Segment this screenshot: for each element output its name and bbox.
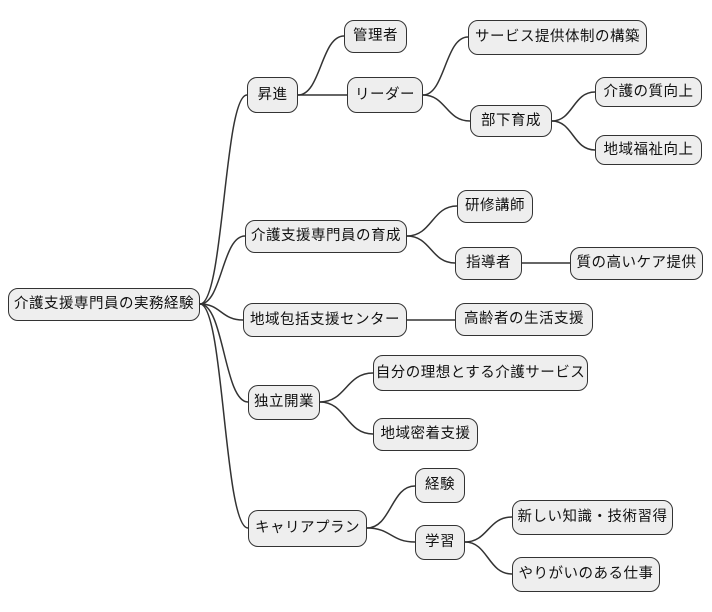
- node-newskills: 新しい知識・技術習得: [512, 500, 673, 535]
- node-service: サービス提供体制の構築: [468, 20, 647, 55]
- edge-root-center: [199, 303, 244, 321]
- edge-subordinate-welfare: [551, 120, 596, 151]
- edge-leader-service: [422, 36, 469, 96]
- node-root: 介護支援専門員の実務経験: [8, 288, 200, 321]
- node-rewarding: やりがいのある仕事: [512, 557, 660, 592]
- node-independent: 独立開業: [248, 385, 320, 420]
- edge-leader-subordinate: [422, 94, 471, 122]
- edge-careerplan-experience: [366, 485, 416, 529]
- edge-independent-community: [319, 401, 374, 435]
- node-eldersupport: 高齢者の生活支援: [455, 303, 593, 336]
- node-mentor: 指導者: [455, 247, 522, 280]
- edge-training-mentor: [406, 235, 456, 264]
- node-idealservice: 自分の理想とする介護サービス: [373, 355, 588, 391]
- node-subordinate: 部下育成: [470, 105, 552, 137]
- node-highcare: 質の高いケア提供: [570, 247, 703, 280]
- edge-independent-idealservice: [319, 372, 374, 403]
- node-leader: リーダー: [347, 77, 423, 113]
- edge-root-independent: [199, 303, 249, 403]
- edge-promotion-manager: [297, 35, 345, 96]
- node-experience: 経験: [415, 468, 465, 503]
- node-training: 介護支援専門員の育成: [245, 220, 407, 253]
- edge-subordinate-carequality: [551, 91, 596, 122]
- node-promotion: 昇進: [247, 77, 298, 113]
- edge-training-lecturer: [406, 205, 458, 237]
- node-center: 地域包括支援センター: [243, 303, 407, 337]
- edge-careerplan-learning: [366, 527, 416, 543]
- edge-root-training: [199, 235, 246, 305]
- edge-learning-rewarding: [464, 541, 513, 575]
- node-community: 地域密着支援: [373, 418, 478, 451]
- edge-root-careerplan: [199, 303, 249, 529]
- node-welfare: 地域福祉向上: [595, 135, 702, 165]
- node-carequality: 介護の質向上: [595, 77, 702, 107]
- node-learning: 学習: [415, 525, 465, 560]
- node-lecturer: 研修講師: [457, 190, 533, 223]
- edge-learning-newskills: [464, 516, 513, 543]
- edge-root-promotion: [199, 94, 248, 305]
- node-careerplan: キャリアプラン: [248, 510, 367, 547]
- node-manager: 管理者: [344, 20, 407, 53]
